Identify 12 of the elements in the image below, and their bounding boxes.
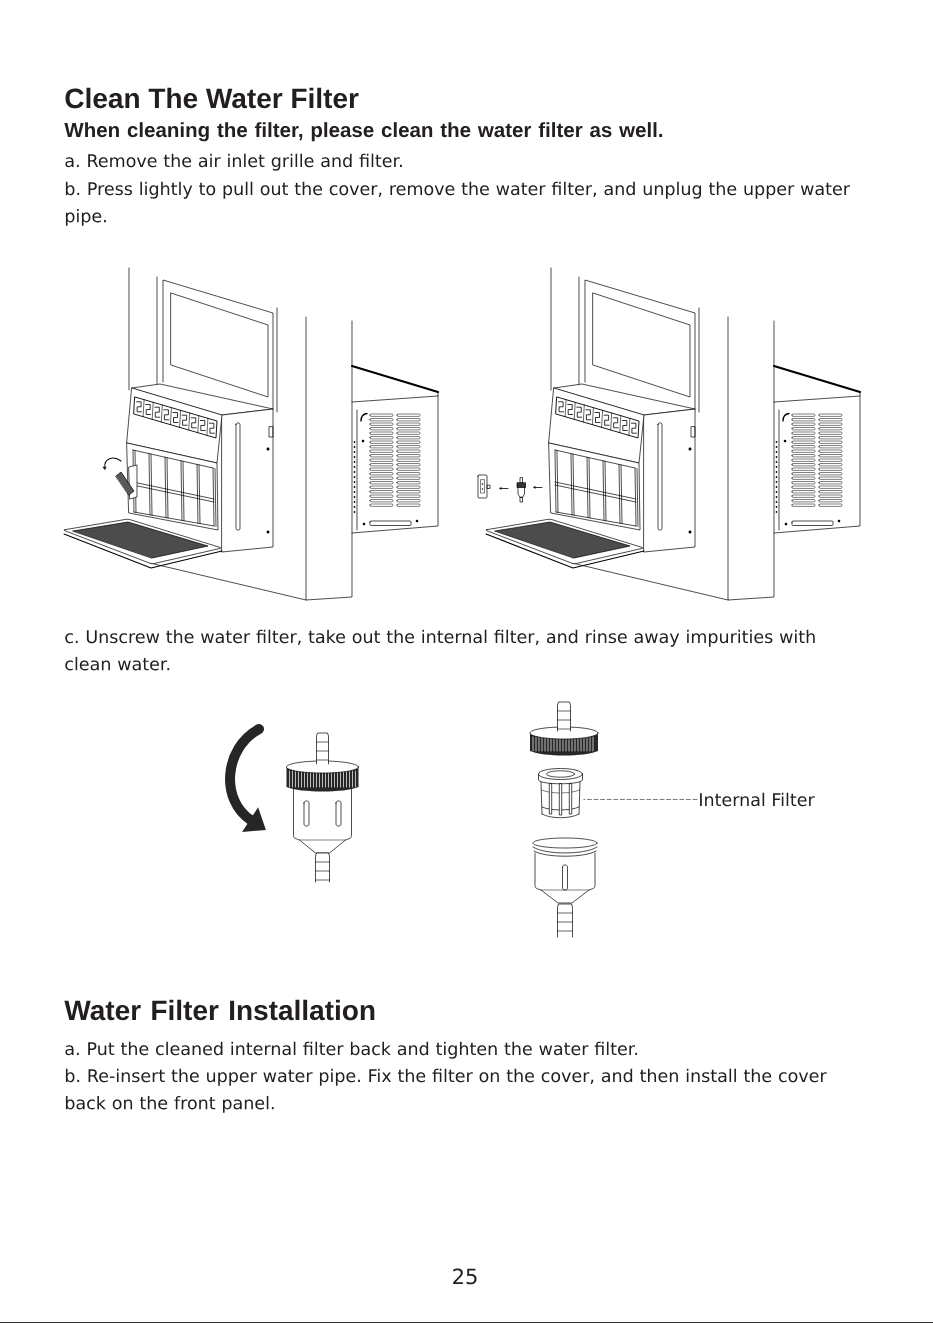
leader-line	[583, 799, 698, 800]
subheading: When cleaning the filter, please clean the water filter as well.	[64, 122, 663, 142]
internal-filter	[538, 768, 583, 819]
step-text: b. Press lightly to pull out the cover, remove the water filter, and unplug the upper water pipe.	[65, 181, 850, 226]
page-number: 25	[453, 1268, 477, 1285]
heading: Clean The Water Filter	[65, 87, 359, 109]
step-text: c. Unscrew the water filter, take out the internal filter, and rinse away impurities with clean water.	[65, 629, 815, 671]
step-text: a. Remove the air inlet grille and filter.	[65, 153, 402, 171]
part-label: Internal Filter	[700, 792, 815, 807]
heading: Water Filter Installation	[64, 999, 375, 1021]
step-text: b. Re-insert the upper water pipe. Fix the filter on the cover, and then install the cover back on the front panel.	[65, 1068, 827, 1113]
step-text: a. Put the cleaned internal filter back and tighten the water filter.	[65, 1041, 638, 1059]
